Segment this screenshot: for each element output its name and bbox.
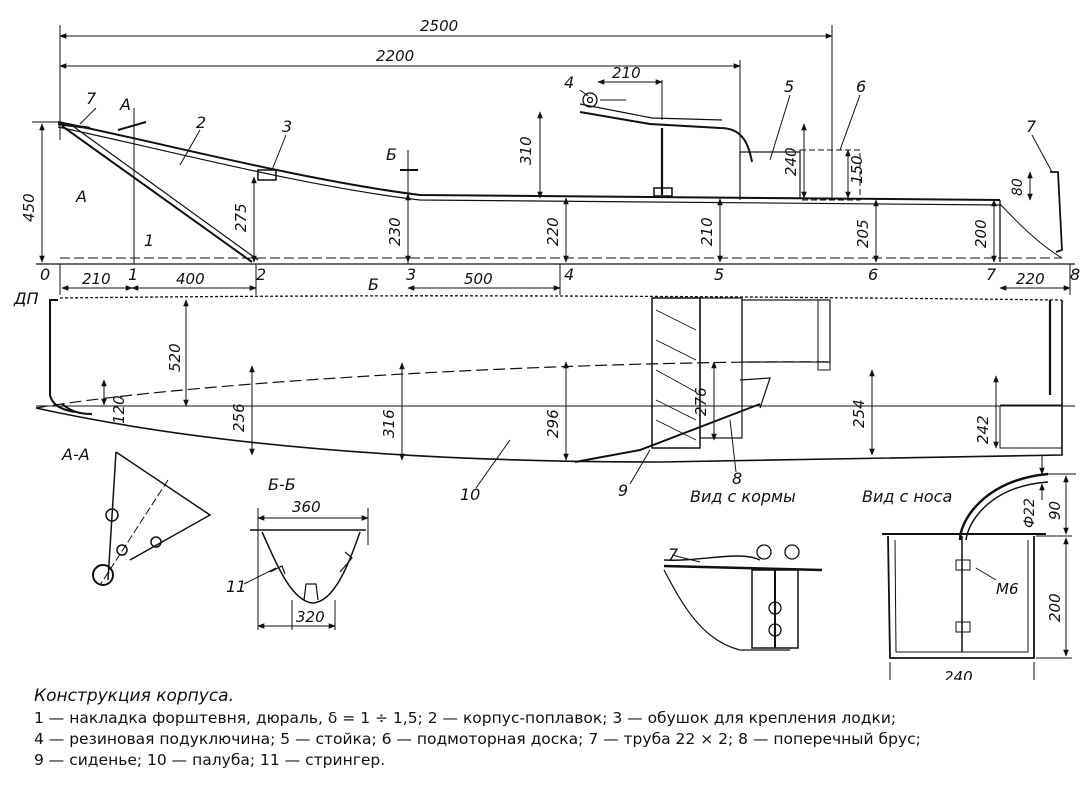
caption-item-8: 8 — поперечный брус; [738, 730, 921, 748]
dim-230: 230 [386, 217, 404, 246]
dim-2500: 2500 [420, 17, 458, 35]
dim-205: 205 [854, 219, 872, 248]
dim-150: 150 [848, 155, 866, 184]
section-b-top: Б [386, 145, 397, 164]
hull-construction-drawing: 2500 2200 210 310 240 150 80 450 275 230… [13, 17, 1080, 680]
dp-label: ДП [13, 289, 39, 308]
part-5: 5 [784, 77, 794, 96]
caption-item-2: 2 — корпус-поплавок; [427, 709, 608, 727]
view-nose-title: Вид с носа [862, 487, 952, 506]
part-11: 11 [226, 577, 246, 596]
station-8: 8 [1070, 265, 1080, 284]
span-500: 500 [464, 270, 493, 288]
part-9: 9 [618, 481, 628, 500]
view-nose [882, 456, 1076, 680]
dim-90: 90 [1046, 501, 1064, 520]
caption-item-3: 3 — обушок для крепления лодки; [612, 709, 897, 727]
plan-view [35, 295, 1075, 463]
dim-m6: М6 [996, 580, 1019, 598]
station-7: 7 [986, 265, 997, 284]
dim-240: 240 [782, 147, 800, 176]
dim-242: 242 [974, 415, 992, 444]
dim-210-top: 210 [612, 64, 641, 82]
dim-450: 450 [20, 193, 38, 222]
station-5: 5 [714, 265, 724, 284]
station-0: 0 [40, 265, 50, 284]
view-stern [663, 544, 823, 651]
caption-item-5: 5 — стойка; [280, 730, 377, 748]
part-8: 8 [732, 469, 742, 488]
view-bb-title: Б-Б [268, 475, 296, 494]
caption-items: 1 — накладка форштевня, дюраль, δ = 1 ÷ … [34, 708, 1084, 771]
station-3: 3 [406, 265, 416, 284]
dim-phi22: Ф22 [1022, 498, 1038, 528]
dim-276: 276 [692, 387, 710, 416]
dim-220: 220 [544, 217, 562, 246]
section-b-plan: Б [368, 275, 379, 294]
view-aa-title: А-А [61, 445, 90, 464]
dim-80: 80 [1010, 178, 1026, 196]
dim-210-hull: 210 [698, 217, 716, 246]
dimension-labels: 2500 2200 210 310 240 150 80 450 275 230… [20, 17, 1080, 680]
section-a-top: А [119, 95, 131, 114]
part-10: 10 [460, 485, 480, 504]
view-stern-title: Вид с кормы [690, 487, 796, 506]
dim-360: 360 [292, 498, 321, 516]
dim-200-nose: 200 [1046, 593, 1064, 622]
part-6: 6 [856, 77, 866, 96]
dim-2200: 2200 [376, 47, 414, 65]
leader-lines [79, 89, 1053, 585]
caption-item-6: 6 — подмоторная доска; [381, 730, 584, 748]
part-2: 2 [196, 113, 206, 132]
section-a-bottom: А [75, 187, 87, 206]
station-1: 1 [128, 265, 138, 284]
caption-title: Конструкция корпуса. [34, 686, 235, 706]
part-7-bow: 7 [86, 89, 97, 108]
part-1: 1 [144, 231, 154, 250]
caption-item-1: 1 — накладка форштевня, дюраль, δ = 1 ÷ … [34, 709, 423, 727]
span-220: 220 [1016, 270, 1045, 288]
caption-item-11: 11 — стрингер. [260, 751, 386, 769]
dim-320: 320 [296, 608, 325, 626]
station-4: 4 [564, 265, 574, 284]
span-210: 210 [82, 270, 111, 288]
caption-item-7: 7 — труба 22 × 2; [588, 730, 734, 748]
caption-item-9: 9 — сиденье; [34, 751, 143, 769]
dim-316: 316 [380, 409, 398, 438]
span-400: 400 [176, 270, 205, 288]
part-3: 3 [282, 117, 292, 136]
station-2: 2 [256, 265, 266, 284]
dim-200-hull: 200 [972, 219, 990, 248]
caption-item-4: 4 — резиновая подуключина; [34, 730, 276, 748]
section-bb [250, 508, 369, 630]
dim-520: 520 [166, 343, 184, 372]
figure-caption: Конструкция корпуса. 1 — накладка форште… [34, 686, 1084, 771]
dim-254: 254 [850, 399, 868, 428]
dim-310: 310 [517, 136, 535, 165]
section-aa [92, 451, 212, 586]
station-6: 6 [868, 265, 878, 284]
part-7-view: 7 [668, 545, 679, 564]
dim-296: 296 [544, 409, 562, 438]
caption-item-10: 10 — палуба; [147, 751, 256, 769]
part-numbers: 1 2 3 4 5 6 7 7 7 8 9 10 11 [86, 73, 1037, 596]
dim-240-nose: 240 [944, 668, 973, 680]
dim-120: 120 [110, 395, 128, 424]
dim-256: 256 [230, 403, 248, 432]
part-7-stern: 7 [1026, 117, 1037, 136]
side-view [32, 25, 1075, 295]
view-labels: ДП А А Б Б А-А Б-Б Вид с кормы Вид с нос… [13, 95, 952, 506]
dim-275: 275 [232, 203, 250, 232]
part-4: 4 [564, 73, 574, 92]
